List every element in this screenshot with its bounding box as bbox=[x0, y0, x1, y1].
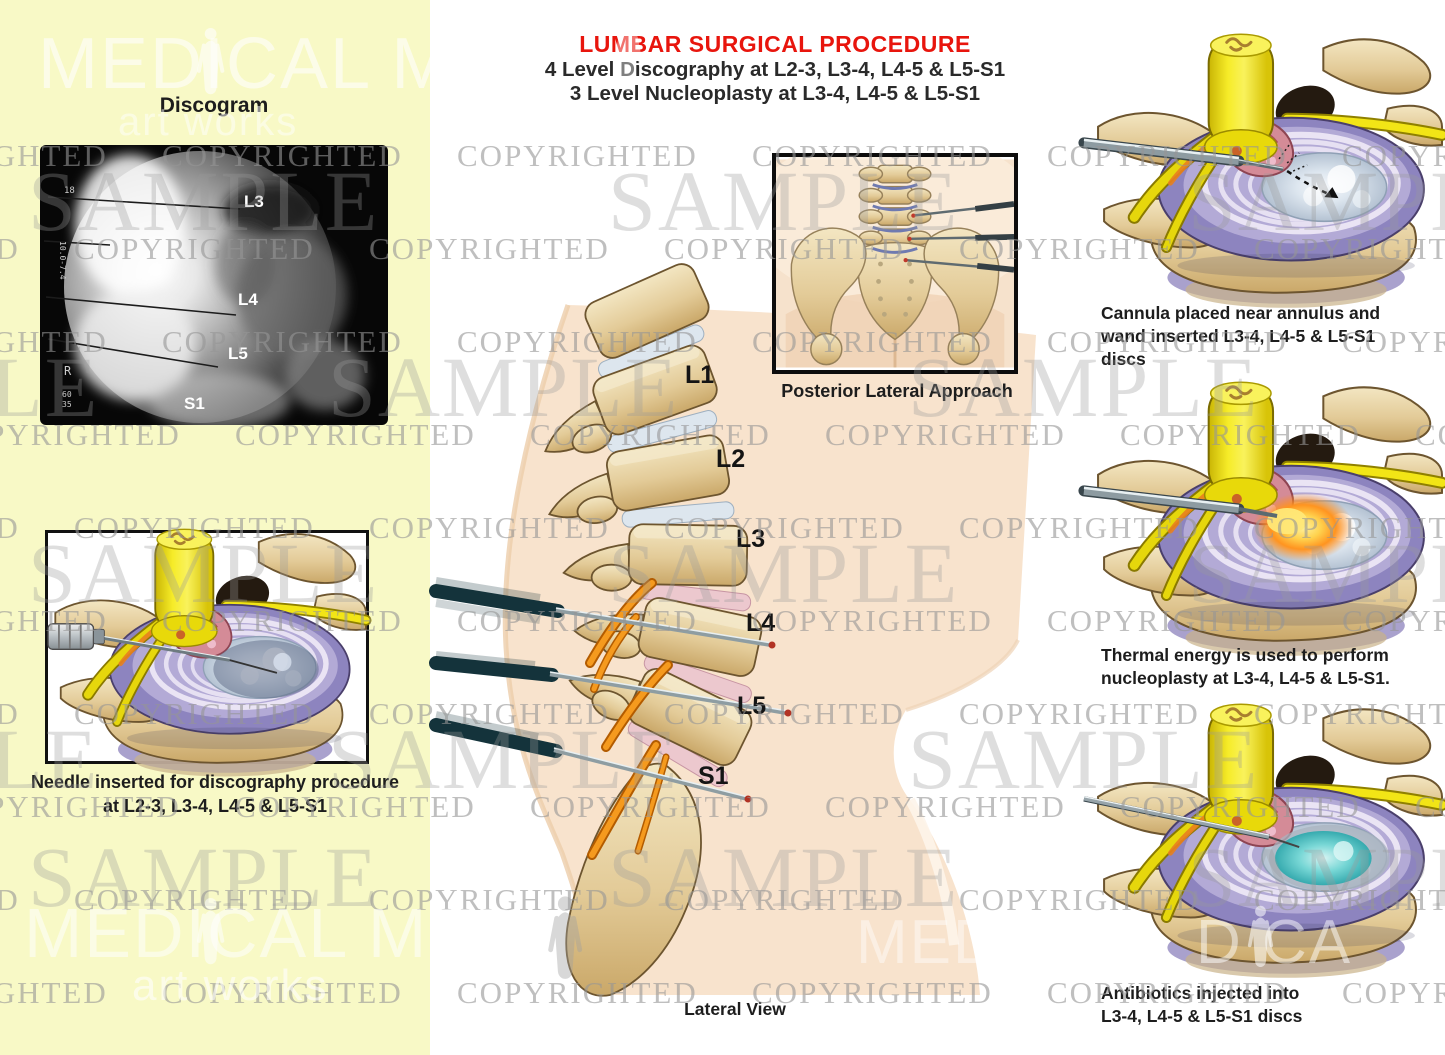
spine-label-l4: L4 bbox=[746, 609, 775, 637]
spine-label-s1: S1 bbox=[698, 762, 729, 790]
subtitle-nucleoplasty: 3 Level Nucleoplasty at L3-4, L4-5 & L5-… bbox=[569, 82, 981, 105]
antibiotic-needle bbox=[1083, 796, 1300, 849]
antibiotics-caption: Antibiotics injected into L3-4, L4-5 & L… bbox=[1101, 983, 1303, 1026]
spine-label-l2: L2 bbox=[716, 445, 745, 473]
svg-text:18: 18 bbox=[64, 186, 75, 196]
pelvis-disc-arcs bbox=[872, 183, 918, 254]
pelvis-foramina bbox=[876, 261, 914, 317]
vertebrae bbox=[544, 263, 763, 997]
xray-label-l3: L3 bbox=[244, 192, 264, 211]
thermal-caption: Thermal energy is used to perform nucleo… bbox=[1101, 645, 1390, 688]
svg-text:R: R bbox=[64, 364, 72, 378]
posterior-approach-illustration bbox=[749, 130, 1041, 368]
cannula-caption: Cannula placed near annulus and wand ins… bbox=[1101, 303, 1381, 369]
discogram-heading: Discogram bbox=[159, 94, 269, 117]
svg-text:60: 60 bbox=[62, 390, 72, 399]
xray-side-marks: 18 10.0-7.4 R 60 35 bbox=[58, 186, 75, 409]
spine-label-l5: L5 bbox=[737, 692, 766, 720]
discography-needle-panel bbox=[45, 530, 369, 764]
discography-caption: Needle inserted for discography procedur… bbox=[30, 772, 400, 816]
discography-needle-illustration bbox=[47, 533, 366, 761]
header-block: LUMBAR SURGICAL PROCEDURE 4 Level Discog… bbox=[450, 31, 1100, 106]
procedure-needles bbox=[429, 577, 792, 803]
cannula-and-wand bbox=[1078, 137, 1339, 199]
antibiotic-fluid bbox=[1269, 824, 1390, 892]
lateral-view-illustration: L1 L2 L3 L4 L5 S1 bbox=[429, 263, 1037, 997]
spine-level-labels: L1 L2 L3 L4 L5 S1 bbox=[685, 361, 775, 790]
lateral-view-caption: Lateral View bbox=[684, 999, 786, 1019]
spine-label-l3: L3 bbox=[736, 525, 765, 553]
svg-text:35: 35 bbox=[62, 400, 72, 409]
xray-label-l5: L5 bbox=[228, 344, 248, 363]
xray-label-l4: L4 bbox=[238, 290, 258, 309]
discography-needle bbox=[47, 623, 319, 699]
antibiotics-illustration bbox=[1083, 700, 1442, 972]
xray-label-s1: S1 bbox=[184, 394, 205, 413]
posterior-approach-panel bbox=[749, 130, 1041, 374]
svg-text:10.0-7.4: 10.0-7.4 bbox=[58, 241, 67, 280]
cannula-wand-illustration bbox=[1078, 30, 1442, 302]
discogram-xray-image: L3 L4 L5 S1 18 10.0-7.4 R 60 35 bbox=[40, 145, 388, 425]
thermal-wand bbox=[1078, 485, 1278, 518]
pelvis-bones bbox=[790, 164, 1000, 366]
page-title: LUMBAR SURGICAL PROCEDURE bbox=[579, 31, 971, 57]
xray-needle-tracks bbox=[43, 196, 241, 368]
thermal-energy-glow bbox=[1252, 492, 1354, 562]
spine-label-l1: L1 bbox=[685, 361, 714, 389]
approach-needles bbox=[903, 201, 1015, 273]
thermal-nucleoplasty-illustration bbox=[1078, 378, 1442, 650]
posterior-approach-caption: Posterior Lateral Approach bbox=[781, 381, 1013, 401]
subtitle-discography: 4 Level Discography at L2-3, L3-4, L4-5 … bbox=[544, 58, 1006, 81]
xray-level-labels: L3 L4 L5 S1 bbox=[184, 192, 264, 413]
